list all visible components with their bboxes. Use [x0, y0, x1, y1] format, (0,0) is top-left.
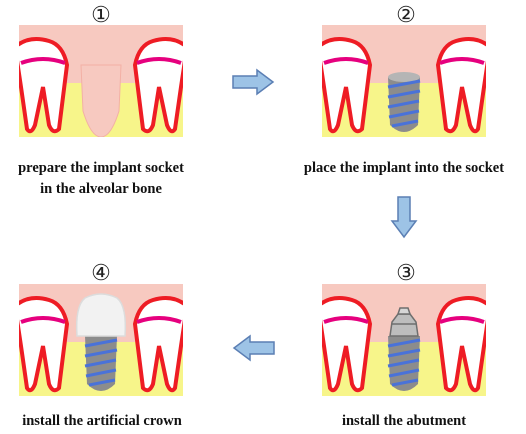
step-3-caption: install the abutment [304, 411, 504, 432]
step-1-caption: prepare the implant socket in the alveol… [4, 158, 198, 200]
step-4-number: ④ [91, 260, 111, 285]
crown-install-diagram [19, 284, 183, 396]
abutment-install-diagram [322, 284, 486, 396]
step-1-caption-line-2: in the alveolar bone [40, 181, 162, 197]
socket-prep-diagram [19, 25, 183, 137]
step-1-caption-line-1: prepare the implant socket [18, 160, 184, 176]
step-4-caption-line-1: install the artificial crown [22, 413, 182, 429]
step-2-illustration [322, 25, 486, 137]
step-3-illustration [322, 284, 486, 396]
step-1-illustration [19, 25, 183, 137]
step-4-caption: install the artificial crown [2, 411, 202, 432]
arrow-down-icon [390, 196, 418, 239]
step-4-illustration [19, 284, 183, 396]
step-3-caption-line-1: install the abutment [341, 413, 467, 429]
step-2-caption-line-1: place the implant into the socket [303, 160, 505, 176]
step-2-caption: place the implant into the socket [286, 158, 522, 179]
step-2-number: ② [396, 2, 416, 27]
step-3-number: ③ [396, 260, 416, 285]
step-1-number: ① [91, 2, 111, 27]
implant-placement-diagram [322, 25, 486, 137]
arrow-right-icon [232, 68, 275, 96]
arrow-left-icon [232, 334, 275, 362]
